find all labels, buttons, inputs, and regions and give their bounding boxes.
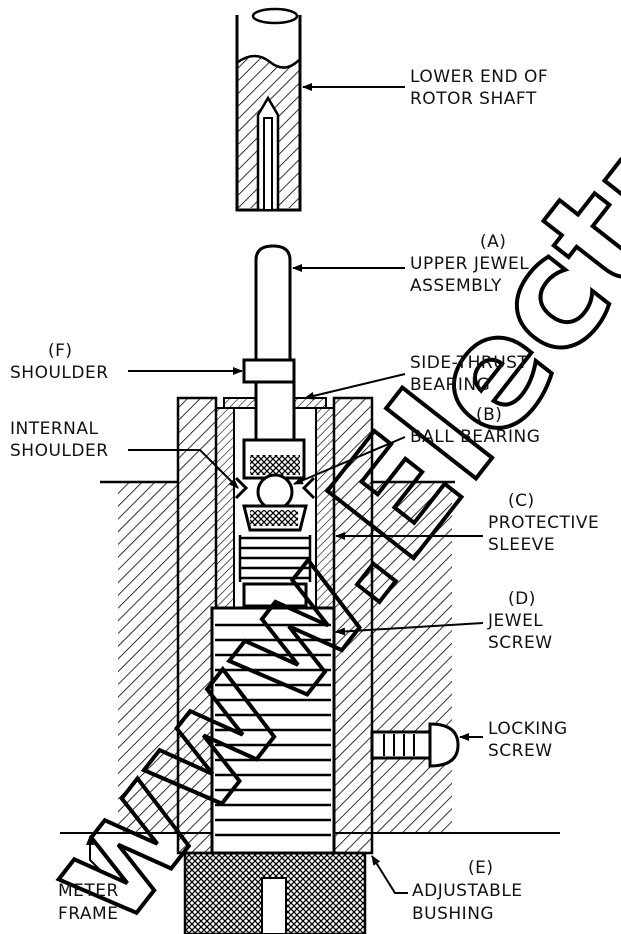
label-f-tag: (F) [48, 341, 73, 361]
upper-jewel-assembly [242, 244, 306, 480]
label-d-1: JEWEL [487, 611, 543, 631]
label-side-thrust-1: SIDE-THRUST [410, 353, 528, 373]
label-internal-1: INTERNAL [10, 419, 99, 439]
label-rotor-shaft-2: ROTOR SHAFT [410, 89, 537, 109]
leader-lines [86, 83, 484, 894]
label-a-2: ASSEMBLY [410, 276, 502, 296]
locking-screw [370, 722, 460, 768]
label-locking-1: LOCKING [488, 719, 568, 739]
label-meter-1: METER [58, 881, 119, 901]
label-b-tag: (B) [476, 405, 502, 425]
label-d-tag: (D) [508, 589, 536, 609]
label-c-1: PROTECTIVE [488, 513, 599, 533]
label-side-thrust-2: BEARING [410, 375, 490, 395]
protective-sleeve [215, 407, 335, 609]
label-a-1: UPPER JEWEL [410, 254, 529, 274]
label-rotor-shaft-1: LOWER END OF [410, 67, 548, 87]
label-d-2: SCREW [488, 633, 553, 653]
label-e-tag: (E) [468, 858, 494, 878]
meter-frame [60, 480, 560, 834]
jewel-cup [238, 504, 312, 608]
label-c-2: SLEEVE [488, 535, 555, 555]
jewel-screw [210, 606, 336, 855]
label-f-1: SHOULDER [10, 363, 109, 383]
label-c-tag: (C) [508, 491, 535, 511]
label-e-1: ADJUSTABLE [412, 881, 523, 901]
label-meter-2: FRAME [58, 904, 118, 924]
label-internal-2: SHOULDER [10, 441, 109, 461]
label-locking-2: SCREW [488, 741, 553, 761]
labels: LOWER END OF ROTOR SHAFT (A) UPPER JEWEL… [10, 67, 599, 924]
thread-section [238, 535, 312, 582]
label-e-2: BUSHING [412, 904, 494, 924]
rotor-shaft [235, 7, 302, 212]
label-b-1: BALL BEARING [410, 427, 540, 447]
label-a-tag: (A) [480, 232, 506, 252]
